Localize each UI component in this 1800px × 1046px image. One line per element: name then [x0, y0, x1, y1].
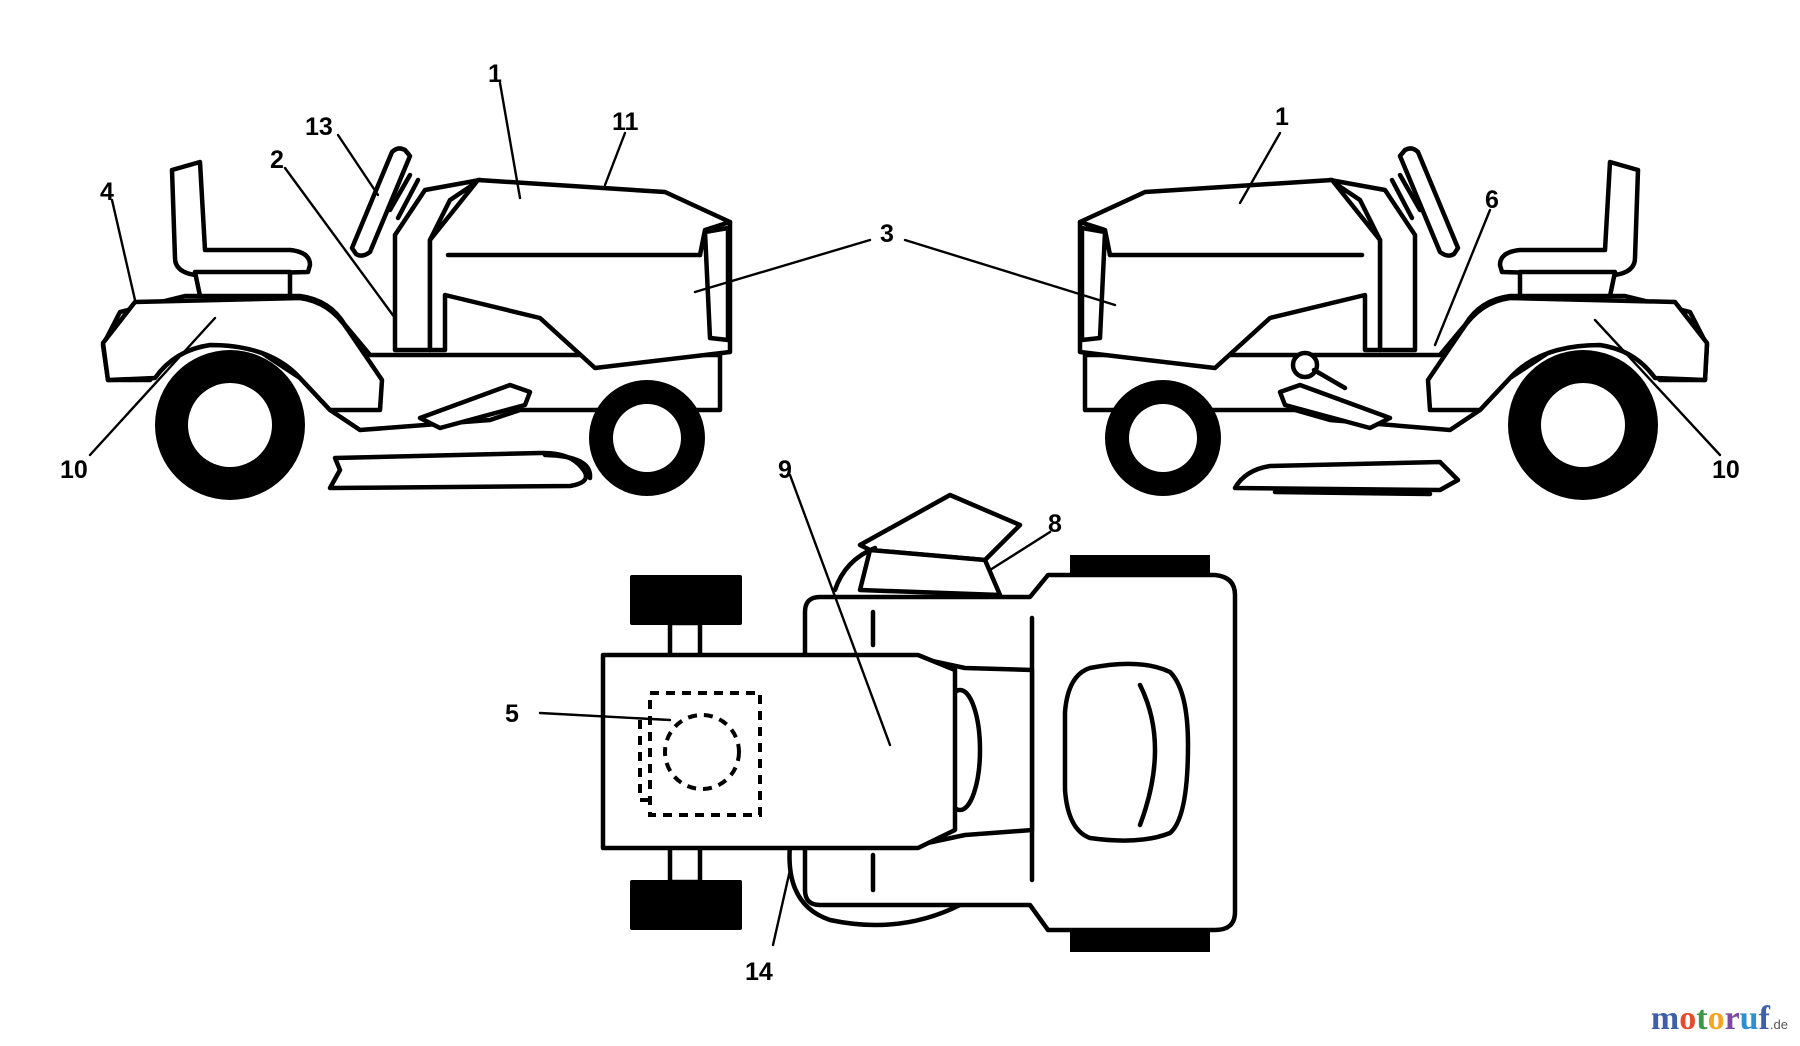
callout-1-left: 1	[488, 60, 502, 88]
callout-3: 3	[880, 220, 894, 248]
tractor-side-view-left	[100, 146, 733, 500]
steering-column-left	[387, 172, 421, 221]
mower-deck-right	[1232, 459, 1461, 493]
watermark-brand: motoruf	[1651, 1000, 1770, 1037]
callout-6: 6	[1485, 186, 1499, 214]
callout-1-right: 1	[1275, 103, 1289, 131]
watermark-letter: f	[1758, 1000, 1770, 1037]
callout-11: 11	[612, 108, 639, 136]
front-tyre-top	[630, 575, 742, 625]
decal-area-dotted	[648, 691, 762, 817]
seat-back-right	[1497, 159, 1641, 278]
fuel-cap-dotted	[663, 713, 741, 791]
rear-tyre-bottom	[1070, 930, 1210, 952]
leader-lines	[88, 81, 1722, 947]
watermark-letter: o	[1679, 1000, 1697, 1037]
callout-10-left: 10	[60, 456, 88, 484]
rear-fender-right	[1425, 295, 1710, 413]
watermark-letter: o	[1707, 1000, 1725, 1037]
mower-deck-top	[787, 545, 963, 928]
hood-top	[600, 652, 958, 851]
rear-wheel-right	[1508, 350, 1658, 500]
callout-10-right: 10	[1712, 456, 1740, 484]
seat-top	[1062, 661, 1191, 843]
callout-13: 13	[305, 113, 333, 141]
hood-right	[1077, 177, 1383, 371]
tractor-top-view	[600, 492, 1238, 952]
callout-5: 5	[505, 700, 519, 728]
rear-fender-left	[100, 295, 385, 413]
lever-knob-right	[1290, 350, 1320, 380]
steering-column-right	[1389, 172, 1423, 221]
hood-left	[427, 177, 733, 371]
watermark-letter: m	[1650, 1000, 1680, 1037]
watermark-logo: motoruf.de	[1651, 1000, 1788, 1038]
callout-9: 9	[778, 456, 792, 484]
steering-wheel-left	[349, 146, 413, 258]
front-wheel-left	[589, 380, 705, 496]
steering-wheel-right	[1397, 146, 1461, 258]
callout-4: 4	[100, 178, 114, 206]
rear-tyre-top	[1070, 555, 1210, 575]
mower-deck-left	[327, 450, 589, 491]
watermark-letter: t	[1696, 1000, 1708, 1037]
callout-14: 14	[745, 958, 773, 986]
rear-wheel-left	[155, 350, 305, 500]
front-tyre-bottom	[630, 880, 742, 930]
foot-pedal-left	[417, 382, 533, 431]
seat-back-left	[169, 159, 313, 278]
watermark-domain: .de	[1769, 1017, 1788, 1032]
watermark-letter: u	[1739, 1000, 1759, 1037]
callout-2: 2	[270, 146, 284, 174]
tractor-side-view-right	[1077, 146, 1710, 500]
foot-pedal-right	[1277, 382, 1393, 431]
callout-labels: 1 11 13 2 4 10 3 1 6 10 9 8 5 14	[60, 60, 1740, 986]
callout-8: 8	[1048, 510, 1062, 538]
watermark-letter: r	[1724, 1000, 1740, 1037]
front-wheel-right	[1105, 380, 1221, 496]
